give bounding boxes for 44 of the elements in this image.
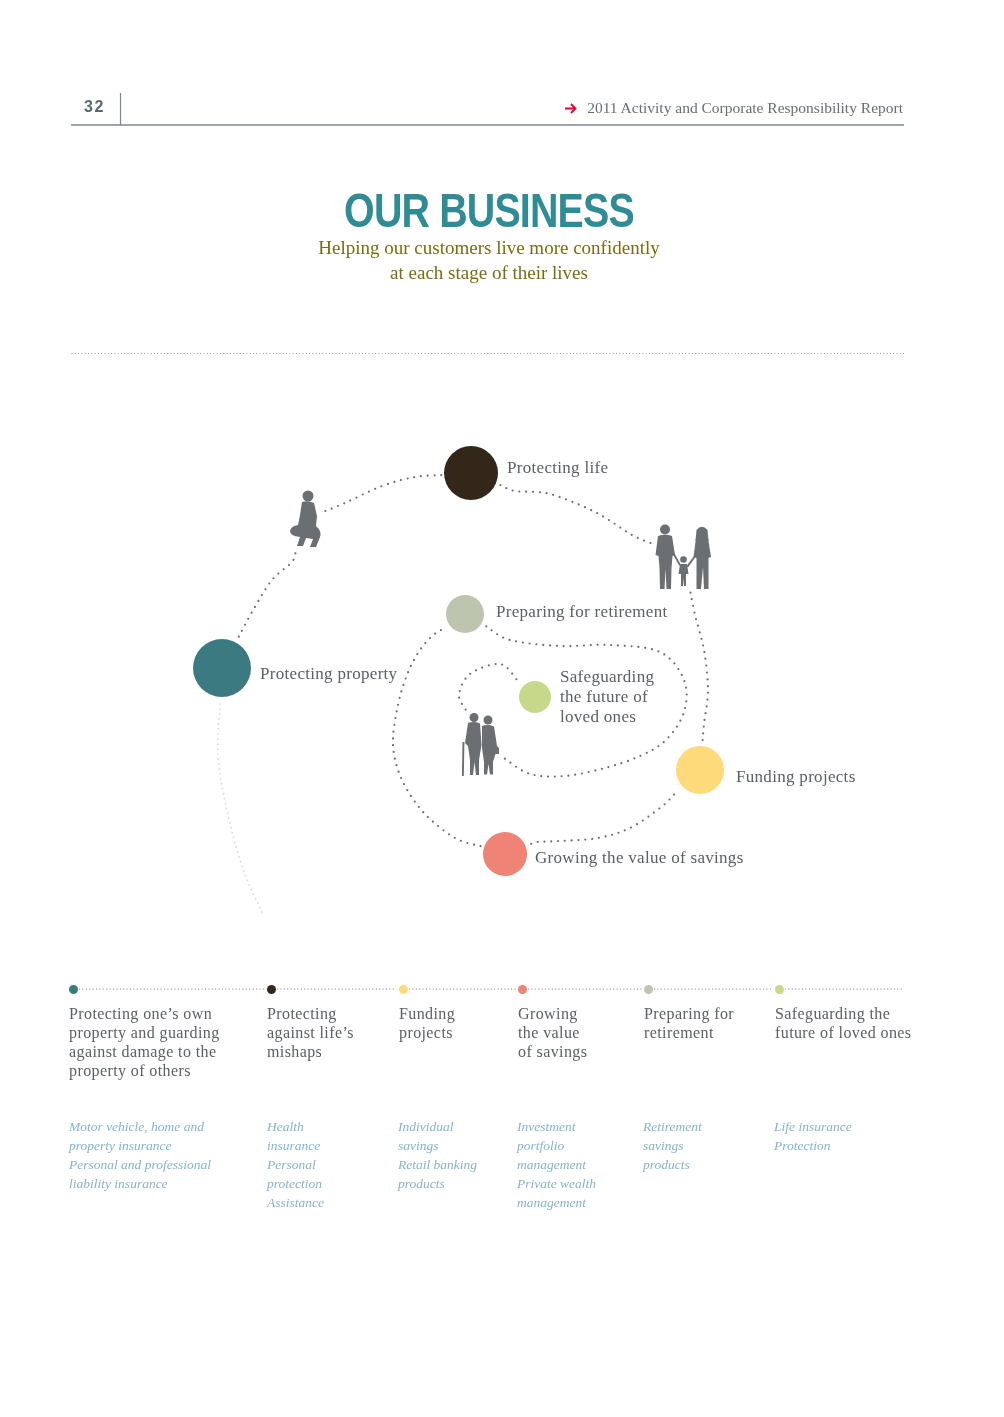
service-item: Investment portfolio management	[517, 1117, 587, 1174]
stage-label: Growing the value of savings	[535, 848, 744, 868]
service-item: Retirement savings products	[643, 1117, 703, 1174]
family-icon	[655, 524, 712, 590]
stage-label: Preparing for retirement	[496, 602, 668, 622]
dotted-connector	[391, 627, 482, 848]
elderly-couple-icon	[460, 712, 502, 776]
stage-label: Protecting property	[260, 664, 398, 684]
service-item: Individual savings	[398, 1117, 455, 1155]
column-heading: Funding projects	[399, 1003, 457, 1042]
column-heading: Safeguarding the future of loved ones	[775, 1003, 913, 1042]
dotted-connector	[79, 988, 265, 990]
service-item: Life insurance	[774, 1117, 853, 1136]
report-title: 2011 Activity and Corporate Responsibility Report	[587, 98, 903, 118]
kneeling-person-icon	[289, 490, 323, 548]
dotted-connector	[324, 474, 443, 513]
service-item: Personal and professional liability insurance	[69, 1155, 212, 1193]
dotted-connector	[528, 793, 676, 846]
dotted-connector	[409, 988, 516, 990]
stage-label: Safeguarding the future of loved ones	[560, 667, 656, 727]
dotted-connector	[277, 988, 397, 990]
column-heading: Growing the value of savings	[518, 1003, 589, 1061]
page-number: 32	[84, 97, 105, 117]
service-item: Protection	[774, 1136, 832, 1155]
column-heading: Protecting one’s own property and guarding against damage to the property of others	[69, 1003, 221, 1080]
column-heading: Protecting against life’s mishaps	[267, 1003, 355, 1061]
dotted-connector	[457, 662, 519, 711]
service-item: Health insurance	[267, 1117, 322, 1155]
dotted-connector	[485, 625, 688, 778]
dotted-connector	[654, 988, 773, 990]
column-heading: Preparing for retirement	[644, 1003, 736, 1042]
service-item: Private wealth management	[517, 1174, 598, 1212]
service-item: Retail banking products	[398, 1155, 479, 1193]
service-item: Motor vehicle, home and property insurance	[69, 1117, 205, 1155]
dotted-connector	[499, 483, 654, 545]
stage-label: Protecting life	[507, 458, 609, 478]
page-title: OUR BUSINESS	[343, 186, 635, 236]
service-item: Assistance	[267, 1193, 325, 1212]
service-item: Personal protection	[267, 1155, 323, 1193]
stage-label: Funding projects	[736, 767, 856, 787]
dotted-connector	[237, 549, 297, 638]
dotted-connector	[785, 988, 903, 990]
dotted-connector	[528, 988, 642, 990]
subtitle: Helping our customers live more confidently at each stage of their lives	[317, 235, 661, 285]
